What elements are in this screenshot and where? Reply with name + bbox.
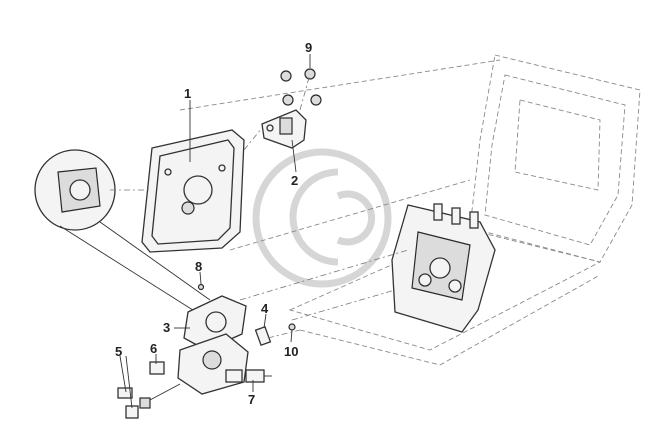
part-5-fittings <box>117 383 181 419</box>
callout-10: 10 <box>284 344 298 359</box>
part-7-connector <box>245 369 272 383</box>
callout-8: 8 <box>195 259 202 274</box>
part-4-fitting <box>254 325 272 347</box>
detail-view-circle <box>34 149 211 313</box>
callout-9: 9 <box>305 40 312 55</box>
part-9-nuts <box>280 68 322 106</box>
callout-labels: 1 2 3 4 5 6 7 8 9 10 <box>115 40 312 407</box>
callout-6: 6 <box>150 341 157 356</box>
watermark-logo <box>252 148 392 288</box>
callout-1: 1 <box>184 86 191 101</box>
part-3-valve-body <box>177 295 249 395</box>
part-2-bracket <box>261 109 307 149</box>
callout-3: 3 <box>163 320 170 335</box>
callout-5: 5 <box>115 344 122 359</box>
callout-7: 7 <box>248 392 255 407</box>
part-6-plug <box>149 361 165 375</box>
callout-2: 2 <box>291 173 298 188</box>
callout-4: 4 <box>261 301 269 316</box>
mounted-control-unit <box>391 203 496 333</box>
assembly-guide-lines <box>110 73 409 339</box>
part-1-cover-plate <box>141 129 245 253</box>
leader-lines <box>119 54 311 409</box>
part-10-bolt <box>288 323 296 331</box>
part-8-screw <box>197 283 205 291</box>
